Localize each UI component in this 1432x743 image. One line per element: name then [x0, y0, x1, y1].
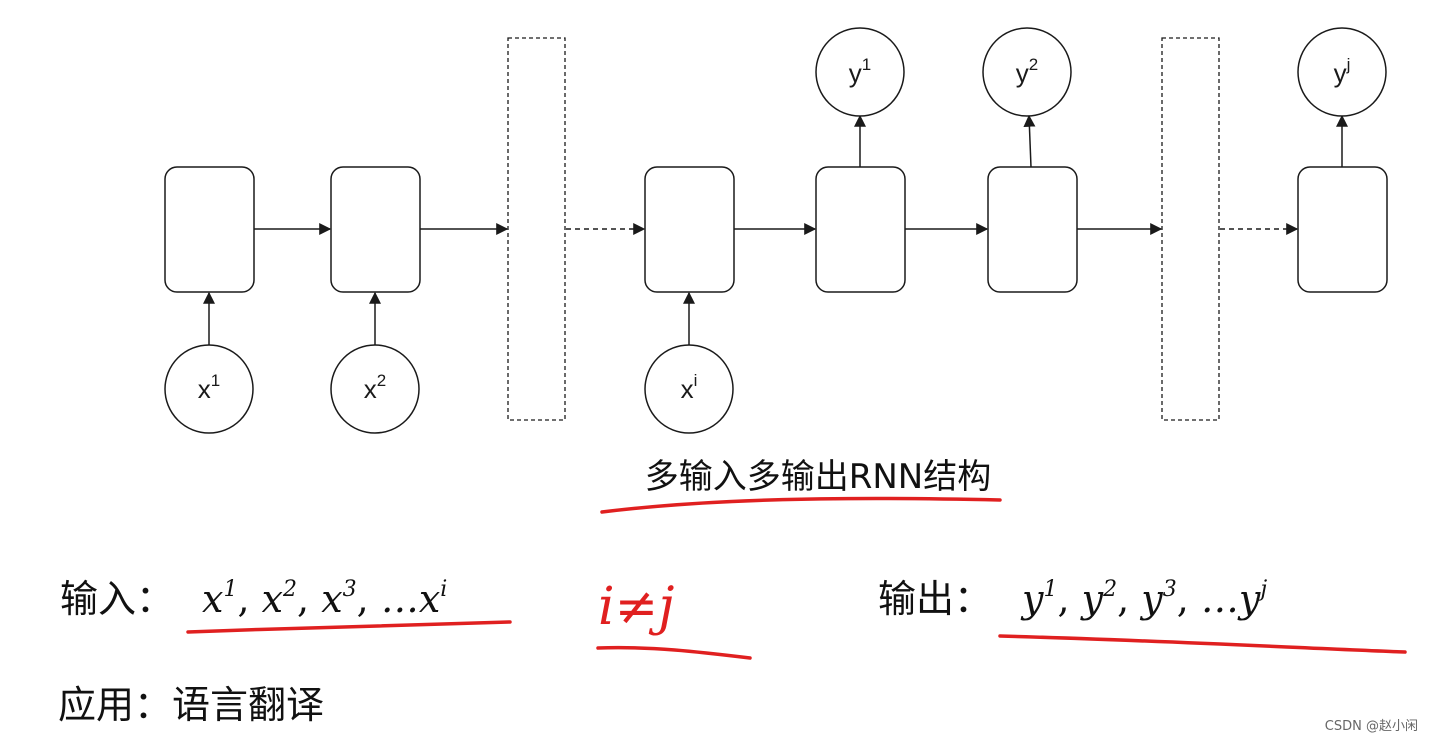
svg-text:yj: yj	[1334, 55, 1351, 88]
application-label: 应用：语言翻译	[58, 683, 324, 727]
input-seq-3-sup: 3	[343, 577, 357, 602]
input-node-i: xi	[644, 344, 734, 434]
input-label: 输入：	[60, 577, 174, 621]
output-seq-4-base: …y	[1201, 577, 1261, 621]
output-node-2: y2	[982, 27, 1072, 117]
rnn-cell-1	[164, 166, 255, 293]
ellipsis-box-2	[1161, 37, 1220, 421]
input-node-2: x2	[330, 344, 420, 434]
input-sequence: x1, x2, x3, …xi	[202, 577, 447, 621]
input-seq-2-base: x	[262, 577, 283, 621]
diagram-caption: 多输入多输出RNN结构	[645, 457, 992, 497]
input-underline-red	[186, 620, 512, 634]
output-seq-3-base: y	[1139, 577, 1163, 621]
input-seq-4-sup: i	[440, 577, 447, 602]
watermark: CSDN @赵小闲	[1325, 719, 1418, 734]
output-sequence: y1, y2, y3, …yj	[1020, 577, 1267, 621]
svg-text:y2: y2	[1016, 55, 1038, 88]
svg-text:x1: x1	[198, 371, 220, 404]
output-node-j-base: y	[1334, 58, 1347, 88]
input-seq-1-sup: 1	[223, 577, 237, 602]
input-seq-2-sup: 2	[282, 577, 297, 602]
output-label: 输出：	[878, 577, 992, 621]
output-node-1-base: y	[849, 58, 862, 88]
output-underline-red	[998, 634, 1407, 654]
ellipsis-box-1	[507, 37, 566, 421]
rnn-cell-i	[644, 166, 735, 293]
svg-text:x2: x2	[364, 371, 386, 404]
input-node-2-sup: 2	[377, 371, 386, 390]
svg-text:xi: xi	[681, 371, 698, 404]
rnn-cell-out-1	[815, 166, 906, 293]
arrow-out-2	[1023, 114, 1036, 168]
rnn-cell-out-2	[987, 166, 1078, 293]
input-seq-3-base: x	[321, 577, 342, 621]
svg-text:y1: y1	[849, 55, 871, 88]
input-node-2-base: x	[364, 374, 377, 404]
output-node-2-sup: 2	[1029, 55, 1038, 74]
output-node-2-base: y	[1016, 58, 1029, 88]
output-seq-2-sup: 2	[1102, 577, 1117, 602]
caption-underline-red	[600, 496, 1002, 514]
input-node-1-sup: 1	[211, 371, 220, 390]
input-node-1: x1	[164, 344, 254, 434]
output-seq-1-base: y	[1020, 577, 1044, 621]
handwritten-underline-red	[596, 645, 752, 660]
input-seq-1-base: x	[202, 577, 223, 621]
output-node-j: yj	[1297, 27, 1387, 117]
output-seq-1-sup: 1	[1043, 577, 1057, 602]
output-node-1: y1	[815, 27, 905, 117]
rnn-cell-2	[330, 166, 421, 293]
input-node-1-base: x	[198, 374, 211, 404]
output-node-1-sup: 1	[862, 55, 871, 74]
input-seq-4-base: …x	[381, 577, 440, 621]
output-node-j-sup: j	[1346, 55, 1351, 74]
handwritten-inequality: i≠j	[598, 577, 674, 637]
input-node-i-base: x	[681, 374, 694, 404]
output-seq-2-base: y	[1080, 577, 1104, 621]
input-node-i-sup: i	[694, 371, 698, 390]
output-seq-3-sup: 3	[1163, 577, 1177, 602]
rnn-cell-out-j	[1297, 166, 1388, 293]
